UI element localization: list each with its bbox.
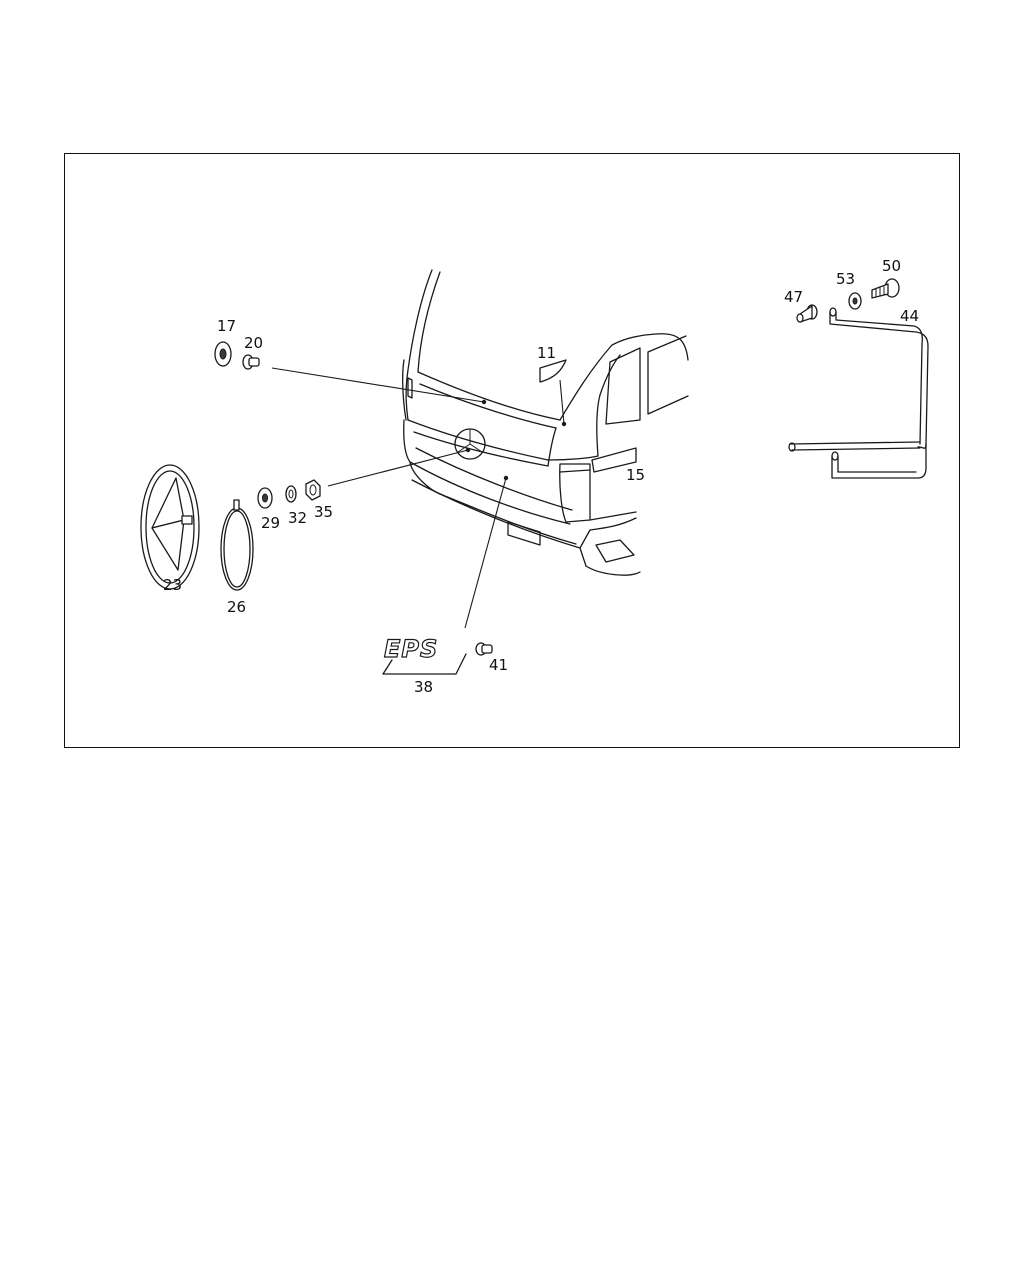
part-17-clip xyxy=(214,341,232,367)
label-17: 17 xyxy=(217,317,236,335)
label-35: 35 xyxy=(314,503,333,521)
label-20: 20 xyxy=(244,334,263,352)
label-47: 47 xyxy=(784,288,803,306)
label-29: 29 xyxy=(261,514,280,532)
callout-lines xyxy=(271,367,567,629)
label-44: 44 xyxy=(900,307,919,325)
part-53-washer xyxy=(848,292,862,310)
label-11: 11 xyxy=(537,344,556,362)
label-50: 50 xyxy=(882,257,901,275)
part-11-trim xyxy=(539,359,567,383)
label-15: 15 xyxy=(626,466,645,484)
part-20-screw xyxy=(242,354,260,370)
part-38-eps-badge: EPS xyxy=(382,634,467,675)
part-44-bracket xyxy=(788,307,929,479)
part-23-star-emblem xyxy=(140,464,200,590)
label-53: 53 xyxy=(836,270,855,288)
part-29-washer xyxy=(257,487,273,509)
label-41: 41 xyxy=(489,656,508,674)
label-32: 32 xyxy=(288,509,307,527)
label-26: 26 xyxy=(227,598,246,616)
part-32-lockwasher xyxy=(285,485,297,503)
part-26-gasket xyxy=(220,499,254,591)
part-50-bolt xyxy=(871,278,900,299)
part-35-nut xyxy=(305,479,321,501)
eps-badge-text: EPS xyxy=(384,635,438,663)
van-body xyxy=(402,269,689,576)
label-38: 38 xyxy=(414,678,433,696)
part-41-screw xyxy=(475,642,493,656)
label-23: 23 xyxy=(163,576,182,594)
part-47-grommet xyxy=(796,304,818,323)
diagram-frame xyxy=(64,153,960,748)
part-labels: 17 20 11 15 23 26 29 32 35 38 41 44 47 5… xyxy=(163,257,919,696)
